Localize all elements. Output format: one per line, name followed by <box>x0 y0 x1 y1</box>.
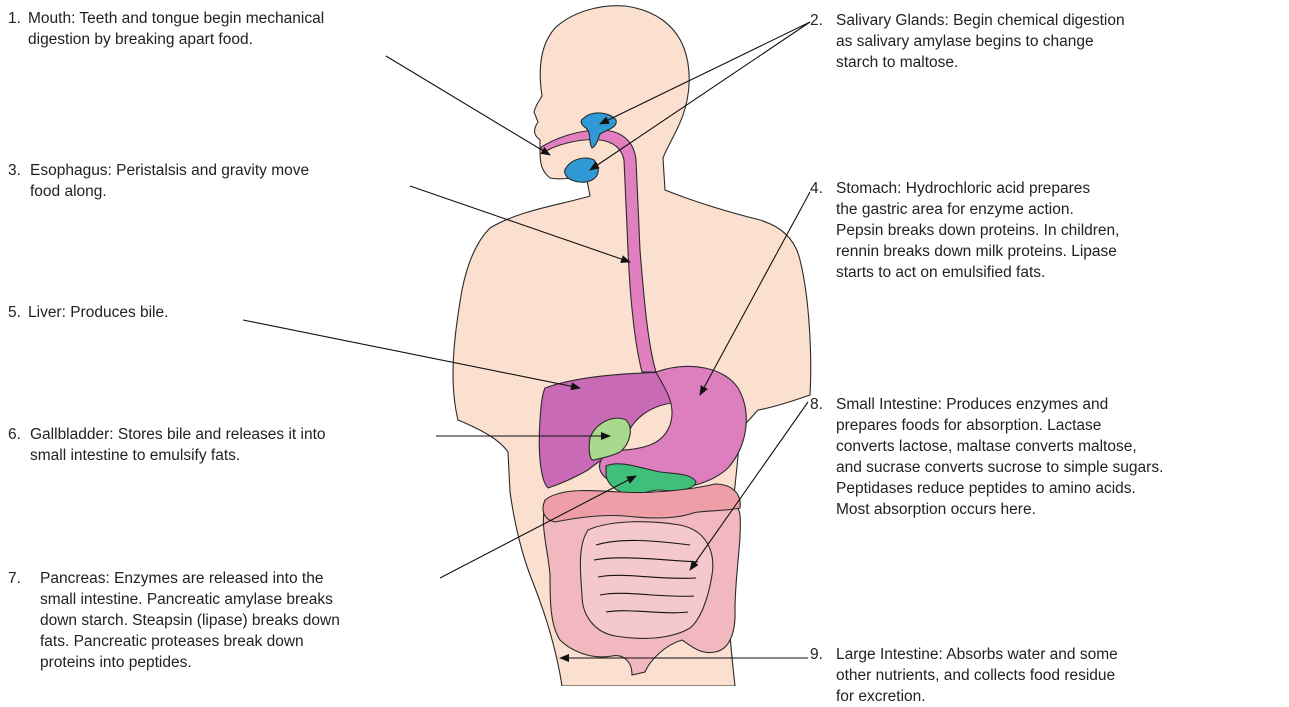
label-mouth: 1. Mouth: Teeth and tongue begin mechani… <box>8 8 448 50</box>
label-liver: 5. Liver: Produces bile. <box>8 302 268 323</box>
label-text: Stomach: Hydrochloric acid prepares the … <box>810 178 1250 283</box>
label-text: Gallbladder: Stores bile and releases it… <box>8 424 448 466</box>
label-text: Mouth: Teeth and tongue begin mechanical… <box>8 8 448 50</box>
label-number: 9. <box>810 644 823 665</box>
label-pancreas: 7. Pancreas: Enzymes are released into t… <box>8 568 448 673</box>
label-gallbladder: 6. Gallbladder: Stores bile and releases… <box>8 424 448 466</box>
label-text: Esophagus: Peristalsis and gravity move … <box>8 160 428 202</box>
label-text: Small Intestine: Produces enzymes and pr… <box>810 394 1280 520</box>
leader-mouth <box>386 56 550 155</box>
label-small-intestine: 8. Small Intestine: Produces enzymes and… <box>810 394 1280 520</box>
label-number: 7. <box>8 568 21 589</box>
label-text: Liver: Produces bile. <box>8 302 268 323</box>
label-text: Pancreas: Enzymes are released into the … <box>8 568 448 673</box>
label-number: 1. <box>8 8 21 29</box>
small-intestine-shape <box>580 522 712 639</box>
label-number: 6. <box>8 424 21 445</box>
label-esophagus: 3. Esophagus: Peristalsis and gravity mo… <box>8 160 428 202</box>
label-number: 4. <box>810 178 823 199</box>
label-number: 3. <box>8 160 21 181</box>
label-salivary-glands: 2. Salivary Glands: Begin chemical diges… <box>810 10 1250 73</box>
label-number: 2. <box>810 10 823 31</box>
label-text: Large Intestine: Absorbs water and some … <box>810 644 1250 707</box>
label-stomach: 4. Stomach: Hydrochloric acid prepares t… <box>810 178 1250 283</box>
label-large-intestine: 9. Large Intestine: Absorbs water and so… <box>810 644 1250 707</box>
label-number: 8. <box>810 394 823 415</box>
label-number: 5. <box>8 302 21 323</box>
label-text: Salivary Glands: Begin chemical digestio… <box>810 10 1250 73</box>
